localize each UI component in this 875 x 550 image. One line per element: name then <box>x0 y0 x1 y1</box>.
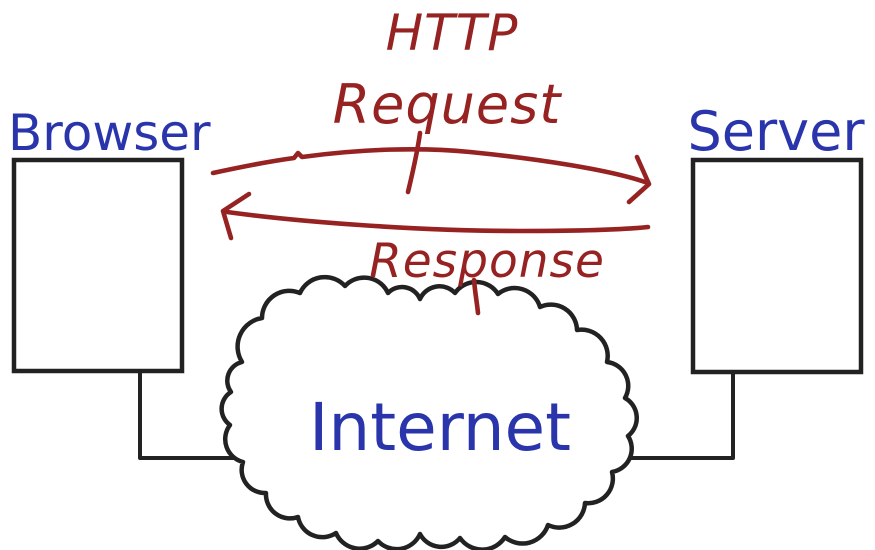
http-request-label: HTTP Request <box>333 4 563 136</box>
response-arrow-line <box>224 209 651 234</box>
response-p-descender-stroke <box>471 277 481 316</box>
response-label: Response <box>369 234 605 289</box>
server-box <box>690 157 864 375</box>
http-request-label-line2: Request <box>333 73 563 136</box>
request-arrowhead-icon <box>626 154 652 205</box>
internet-cloud <box>219 274 639 550</box>
request-q-descender-stroke <box>405 130 423 195</box>
request-arrow-line <box>210 146 648 185</box>
browser-box <box>11 157 185 374</box>
browser-label: Browser <box>8 104 211 162</box>
response-arrowhead-icon <box>220 191 252 241</box>
server-label: Server <box>687 100 865 163</box>
server-internet-connector <box>606 369 735 460</box>
internet-label: Internet <box>309 389 571 466</box>
browser-internet-connector <box>138 368 254 460</box>
http-request-label-line1: HTTP <box>386 4 519 62</box>
